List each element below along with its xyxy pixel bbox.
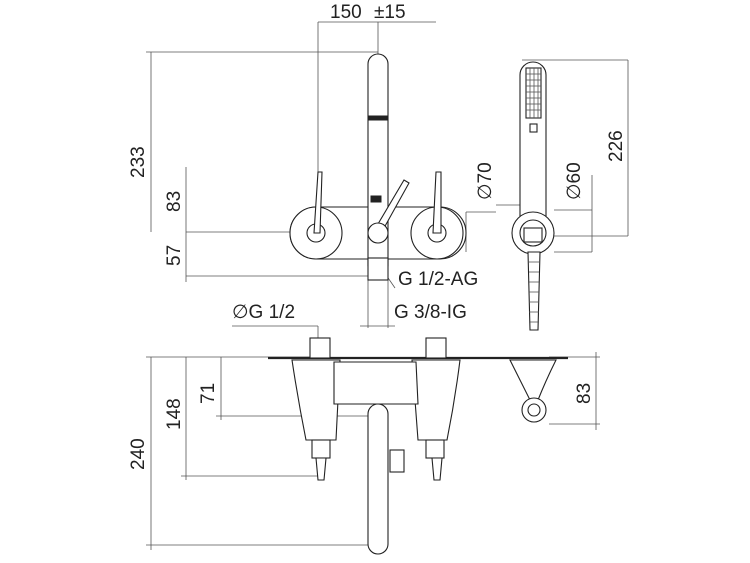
diverter-mark <box>370 195 382 203</box>
aerator-mark <box>368 115 388 121</box>
spray-dots <box>526 68 541 118</box>
hose-ribs <box>529 261 539 323</box>
front-dimension-lines <box>146 21 629 328</box>
dim-spout-tolerance: ±15 <box>374 2 406 23</box>
spout-rosette <box>367 222 389 244</box>
right-handle-stub <box>425 439 445 459</box>
dim-thread-g12: ∅G 1/2 <box>232 302 295 323</box>
right-inlet <box>425 337 447 359</box>
dim-thread-inner: G 3/8-IG <box>394 302 467 323</box>
dim-plan-71: 71 <box>198 383 219 404</box>
right-handle-tip <box>431 457 443 481</box>
shower-spray-face <box>525 67 542 119</box>
plan-view: ∅G 1/2 240 148 71 83 <box>128 302 600 555</box>
valve-center <box>333 361 419 405</box>
plan-shower-ring-inner <box>527 403 541 417</box>
left-lever <box>313 171 323 234</box>
dim-height-83: 83 <box>164 191 185 212</box>
plan-diverter <box>389 449 405 473</box>
left-handle-tip <box>315 457 327 481</box>
left-handle-stub <box>311 439 331 459</box>
dim-rosette-70: ∅70 <box>475 162 496 200</box>
dim-height-57: 57 <box>164 245 185 266</box>
dim-plan-148: 148 <box>164 398 185 430</box>
plan-shower-holder <box>509 359 557 401</box>
shower-hose <box>527 251 541 331</box>
spout-connector <box>367 257 389 281</box>
shower-button <box>529 123 538 133</box>
shower-holder-clip <box>523 227 543 243</box>
dim-shower-length: 226 <box>606 130 627 162</box>
dim-plan-240: 240 <box>128 438 149 470</box>
front-elevation: 150 ±15 233 83 57 ∅70 ∅60 226 G 1/2-AG G… <box>128 2 629 331</box>
plan-dimension-lines <box>146 325 600 550</box>
dim-spout-projection: 150 <box>330 2 362 23</box>
dim-thread-outer: G 1/2-AG <box>398 269 478 290</box>
dim-rosette-60: ∅60 <box>564 162 585 200</box>
dim-plan-83: 83 <box>574 383 595 404</box>
dim-height-233: 233 <box>128 146 149 178</box>
left-inlet <box>309 337 331 359</box>
right-lever <box>432 171 442 234</box>
plan-spout <box>367 403 389 555</box>
valve-body-left <box>291 359 341 441</box>
valve-body-right <box>411 359 461 441</box>
